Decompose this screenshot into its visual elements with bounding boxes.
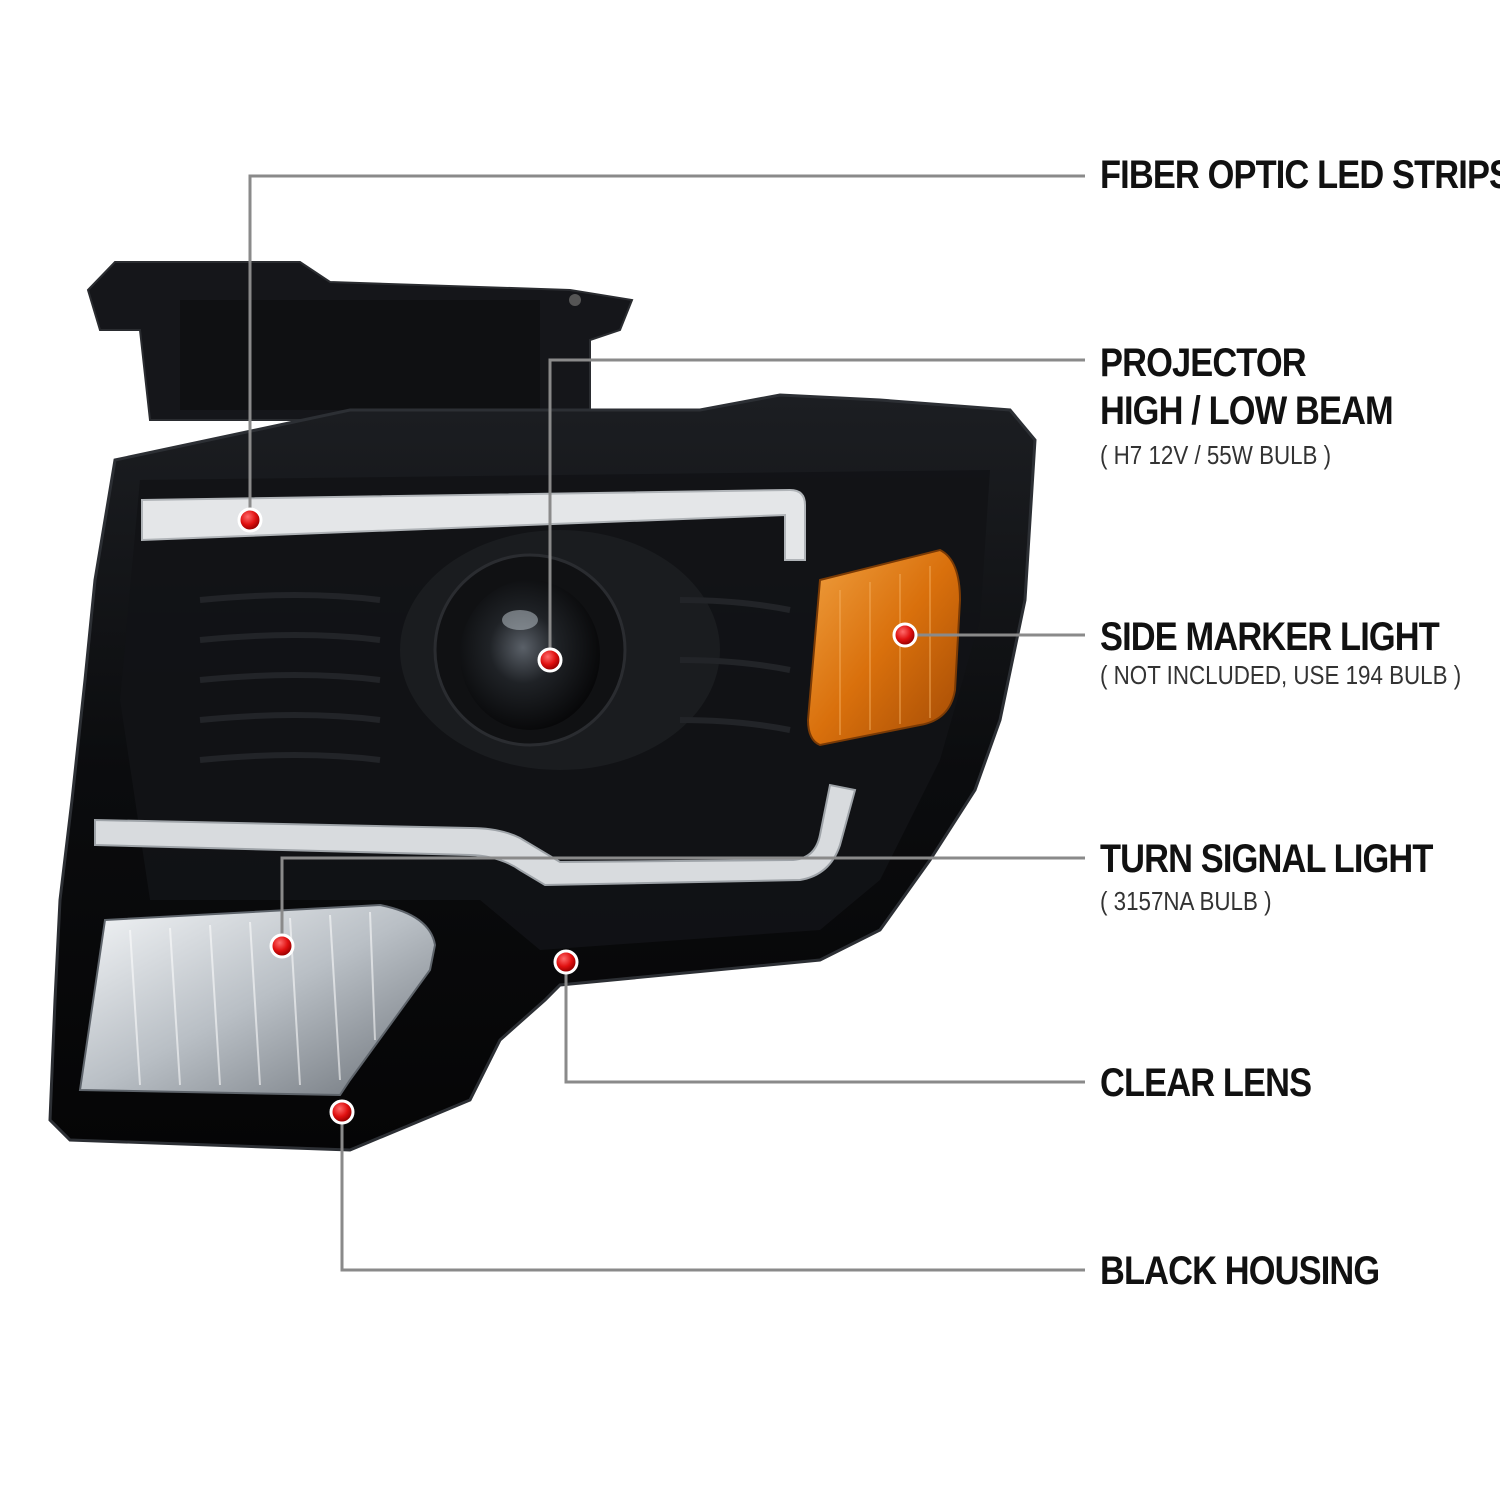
label-side-marker-subtitle: ( NOT INCLUDED, USE 194 BULB )	[1100, 660, 1462, 690]
label-projector-subtitle: ( H7 12V / 55W BULB )	[1100, 440, 1332, 470]
label-projector-line1: PROJECTOR	[1100, 341, 1307, 385]
dot-clear-lens	[553, 949, 579, 975]
reflector-ribs	[199, 592, 791, 763]
dot-black-housing	[329, 1099, 355, 1125]
dot-fiber-optic	[237, 507, 263, 533]
dot-turn-signal	[269, 933, 295, 959]
label-side-marker-light: SIDE MARKER LIGHT	[1100, 615, 1440, 659]
turn-signal-lens	[78, 903, 437, 1097]
dot-side-marker	[892, 622, 918, 648]
leader-lines	[248, 174, 1085, 1272]
callout-dots	[237, 507, 918, 1125]
label-fiber-optic-led-strips: FIBER OPTIC LED STRIPS	[1100, 153, 1500, 197]
label-turn-signal-light: TURN SIGNAL LIGHT	[1100, 837, 1433, 881]
led-strip-lower	[94, 783, 857, 887]
leader-clear-lens	[564, 962, 1085, 1084]
led-strip-top	[141, 488, 806, 561]
label-black-housing: BLACK HOUSING	[1100, 1249, 1380, 1293]
dot-projector	[537, 647, 563, 673]
projector-lens	[460, 580, 600, 730]
label-clear-lens: CLEAR LENS	[1100, 1061, 1312, 1105]
label-turn-signal-subtitle: ( 3157NA BULB )	[1100, 886, 1272, 916]
leader-black-housing	[340, 1112, 1085, 1272]
side-marker-lens	[806, 548, 962, 747]
bracket-hole	[569, 294, 581, 306]
label-projector-line2: HIGH / LOW BEAM	[1100, 389, 1394, 433]
